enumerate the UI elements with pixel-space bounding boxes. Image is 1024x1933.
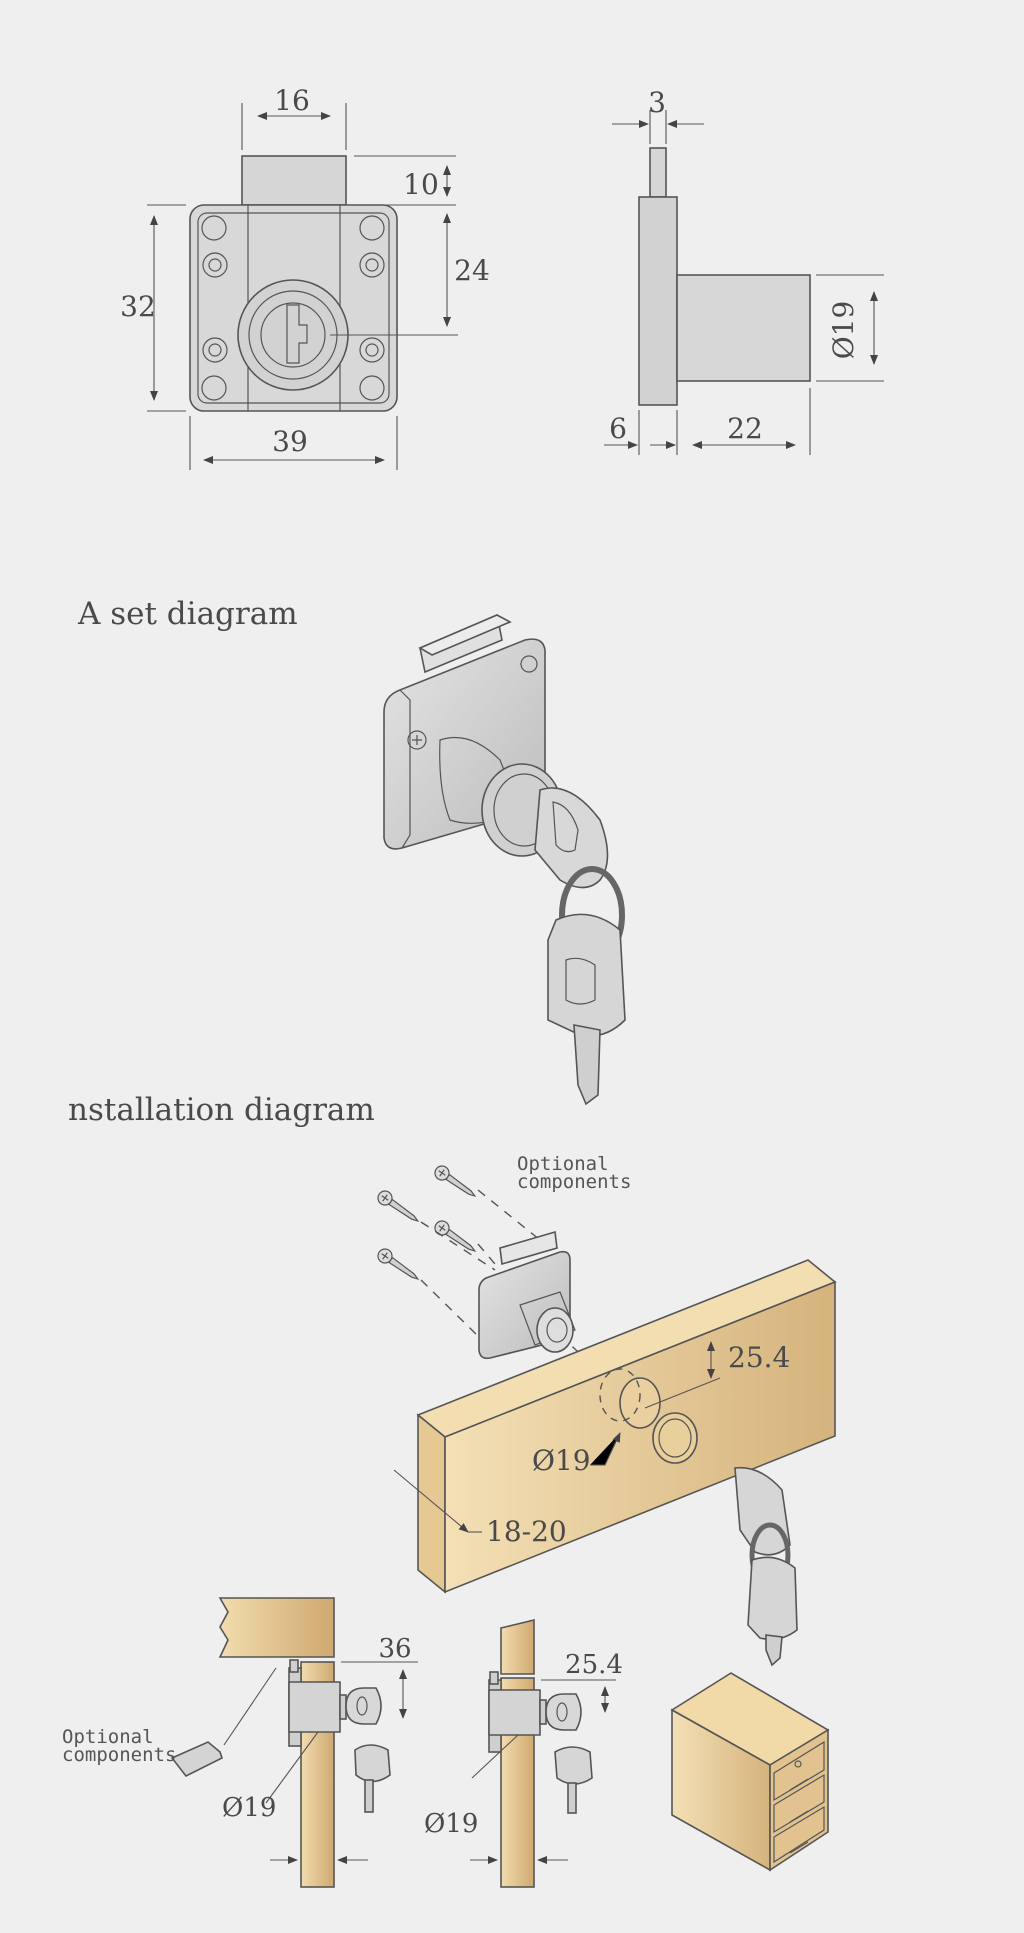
dim-install-25-4: 25.4: [728, 1341, 790, 1374]
dim-3: 3: [648, 86, 666, 119]
side-plate: [638, 196, 678, 406]
side-view: [604, 110, 884, 455]
dim-side-dia: Ø19: [827, 301, 860, 360]
mounting-holes: [201, 215, 385, 401]
optional-note-top-2: components: [517, 1171, 631, 1193]
set-key2-head: [547, 913, 626, 1037]
optional-note-left-2: components: [62, 1744, 176, 1766]
dim-24: 24: [454, 254, 490, 287]
screws: [377, 1165, 477, 1281]
dim-cross1-dia: Ø19: [222, 1793, 276, 1823]
board-front: [444, 1280, 836, 1594]
optional-note-top-1: Optional: [517, 1153, 609, 1175]
set-key-blade: [573, 1024, 601, 1106]
dim-install-dia: Ø19: [532, 1444, 591, 1477]
set-key-head: [534, 787, 609, 889]
cross-section-1: [170, 1597, 418, 1888]
install-illustration: [377, 1165, 837, 1667]
dim-install-thickness: 18-20: [486, 1515, 567, 1548]
dim-cross2-dia: Ø19: [424, 1809, 478, 1839]
dim-39: 39: [272, 425, 308, 458]
set-diagram-heading: A set diagram: [78, 596, 298, 632]
dim-10: 10: [403, 168, 439, 201]
dim-cross1-36: 36: [378, 1634, 411, 1664]
dim-16: 16: [274, 84, 310, 117]
installation-diagram-heading: nstallation diagram: [68, 1092, 375, 1128]
dim-6: 6: [609, 412, 627, 445]
dim-22: 22: [727, 412, 763, 445]
set-illustration: [383, 613, 626, 1106]
side-cylinder: [676, 274, 811, 382]
cabinet-illustration: [670, 1672, 830, 1872]
cross-section-2: [470, 1618, 616, 1888]
bolt: [241, 155, 347, 206]
side-bolt: [649, 147, 667, 198]
optional-note-left-1: Optional: [62, 1726, 154, 1748]
board-side: [417, 1413, 446, 1594]
dim-32: 32: [120, 290, 156, 323]
front-view: [147, 103, 458, 470]
dim-cross2-25-4: 25.4: [565, 1650, 623, 1680]
keyhole: [286, 304, 308, 364]
